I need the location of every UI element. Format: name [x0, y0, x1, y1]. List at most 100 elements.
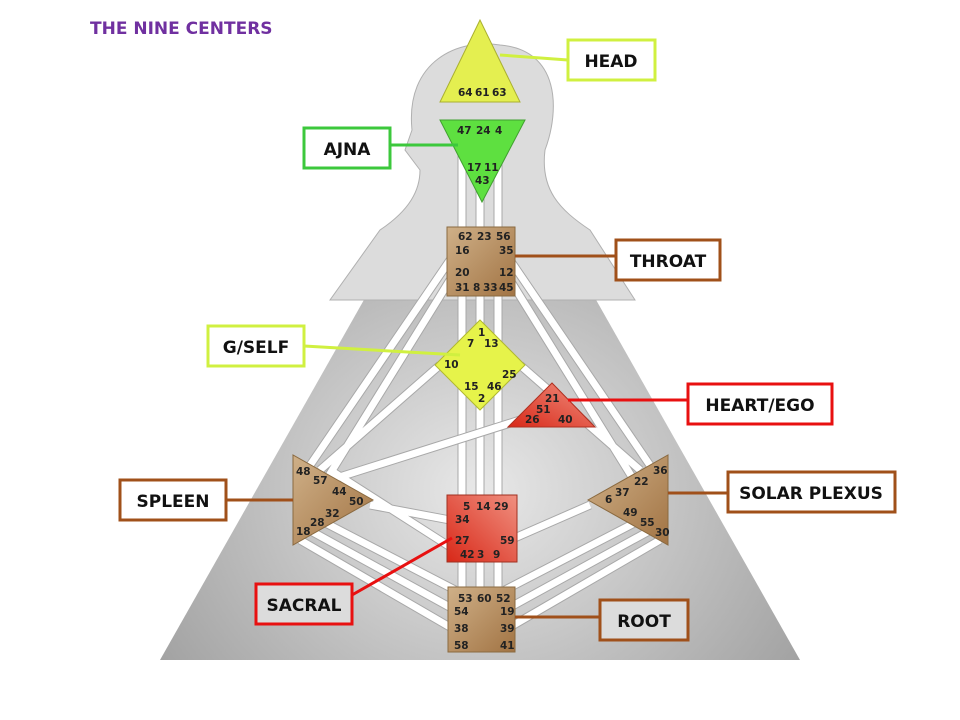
- gate: 58: [454, 640, 469, 652]
- gate: 33: [483, 282, 498, 294]
- svg-text:SPLEEN: SPLEEN: [137, 492, 210, 512]
- label-head: HEAD: [566, 38, 657, 82]
- gate: 55: [640, 517, 655, 529]
- gate: 14: [476, 501, 491, 513]
- gate: 13: [484, 338, 499, 350]
- gate: 35: [499, 245, 514, 257]
- spleen-gates: 48 57 44 50 32 28 18: [296, 466, 364, 538]
- gate: 28: [310, 517, 325, 529]
- svg-text:AJNA: AJNA: [324, 140, 372, 160]
- gate: 29: [494, 501, 509, 513]
- gate: 54: [454, 606, 469, 618]
- svg-text:HEAD: HEAD: [584, 52, 637, 72]
- g-self-center: [434, 319, 526, 411]
- gate: 4: [495, 125, 502, 137]
- svg-text:G/SELF: G/SELF: [223, 338, 289, 358]
- gate: 23: [477, 231, 492, 243]
- gate: 31: [455, 282, 470, 294]
- heart-gates: 21 51 26 40: [525, 393, 573, 426]
- gate: 8: [473, 282, 480, 294]
- gate: 19: [500, 606, 515, 618]
- label-solar-plexus: SOLAR PLEXUS: [726, 470, 897, 514]
- throat-gates: 62 23 56 16 35 20 12 31 8 33 45: [455, 231, 514, 294]
- gate: 37: [615, 487, 630, 499]
- gate: 15: [464, 381, 479, 393]
- gate: 60: [477, 593, 492, 605]
- ajna-gates: 47 24 4 17 11 43: [457, 125, 502, 187]
- gate: 56: [496, 231, 511, 243]
- label-sacral: SACRAL: [254, 582, 354, 626]
- label-throat: THROAT: [614, 238, 722, 282]
- gate: 44: [332, 486, 347, 498]
- solar-plexus-gates: 36 22 6 37 49 55 30: [605, 465, 670, 539]
- page-title: THE NINE CENTERS: [90, 19, 273, 39]
- gate: 47: [457, 125, 472, 137]
- sacral-gates: 5 14 29 34 27 59 42 3 9: [455, 501, 515, 561]
- gate: 51: [536, 404, 551, 416]
- gate: 27: [455, 535, 470, 547]
- gate: 11: [484, 162, 499, 174]
- gate: 17: [467, 162, 482, 174]
- head-center: [439, 18, 521, 103]
- gate: 7: [467, 338, 474, 350]
- gate: 22: [634, 476, 649, 488]
- label-ajna: AJNA: [302, 126, 392, 170]
- gate: 21: [545, 393, 560, 405]
- gate: 26: [525, 414, 540, 426]
- solar-plexus-center: [586, 454, 669, 546]
- root-gates: 53 60 52 54 19 38 39 58 41: [454, 593, 515, 652]
- gate: 36: [653, 465, 668, 477]
- throat-center: [446, 226, 516, 297]
- gate: 52: [496, 593, 511, 605]
- g-self-gates: 1 7 13 10 25 15 46 2: [444, 327, 517, 405]
- gate: 40: [558, 414, 573, 426]
- gate: 16: [455, 245, 470, 257]
- gate: 64: [458, 87, 473, 99]
- ajna-center: [439, 119, 526, 204]
- connector-lines: [226, 53, 728, 619]
- svg-text:SOLAR PLEXUS: SOLAR PLEXUS: [739, 484, 883, 504]
- gate: 1: [478, 327, 485, 339]
- gate: 38: [454, 623, 469, 635]
- gate: 61: [475, 87, 490, 99]
- gate: 53: [458, 593, 473, 605]
- heart-center: [506, 382, 597, 428]
- label-heart: HEART/EGO: [686, 382, 834, 426]
- label-spleen: SPLEEN: [118, 478, 228, 522]
- gate: 62: [458, 231, 473, 243]
- gate: 5: [463, 501, 470, 513]
- gate: 2: [478, 393, 485, 405]
- svg-text:SACRAL: SACRAL: [267, 596, 342, 616]
- gate: 32: [325, 508, 340, 520]
- gate: 12: [499, 267, 514, 279]
- gate: 50: [349, 496, 364, 508]
- gate: 34: [455, 514, 470, 526]
- gate: 45: [499, 282, 514, 294]
- gate: 57: [313, 475, 328, 487]
- head-gates: 64 61 63: [458, 87, 507, 99]
- gate: 63: [492, 87, 507, 99]
- gate: 41: [500, 640, 515, 652]
- label-g-self: G/SELF: [206, 324, 306, 368]
- gate: 25: [502, 369, 517, 381]
- svg-text:THROAT: THROAT: [630, 252, 707, 272]
- gate: 46: [487, 381, 502, 393]
- gate: 30: [655, 527, 670, 539]
- gate: 39: [500, 623, 515, 635]
- gate: 20: [455, 267, 470, 279]
- gate: 59: [500, 535, 515, 547]
- gate: 9: [493, 549, 500, 561]
- gate: 48: [296, 466, 311, 478]
- svg-text:HEART/EGO: HEART/EGO: [705, 396, 814, 416]
- sacral-center: [446, 494, 518, 563]
- gate: 43: [475, 175, 490, 187]
- gate: 49: [623, 507, 638, 519]
- svg-text:ROOT: ROOT: [617, 612, 671, 632]
- label-root: ROOT: [598, 598, 690, 642]
- gate: 42: [460, 549, 475, 561]
- gate: 10: [444, 359, 459, 371]
- gate: 24: [476, 125, 491, 137]
- gate: 6: [605, 494, 612, 506]
- gate: 3: [477, 549, 484, 561]
